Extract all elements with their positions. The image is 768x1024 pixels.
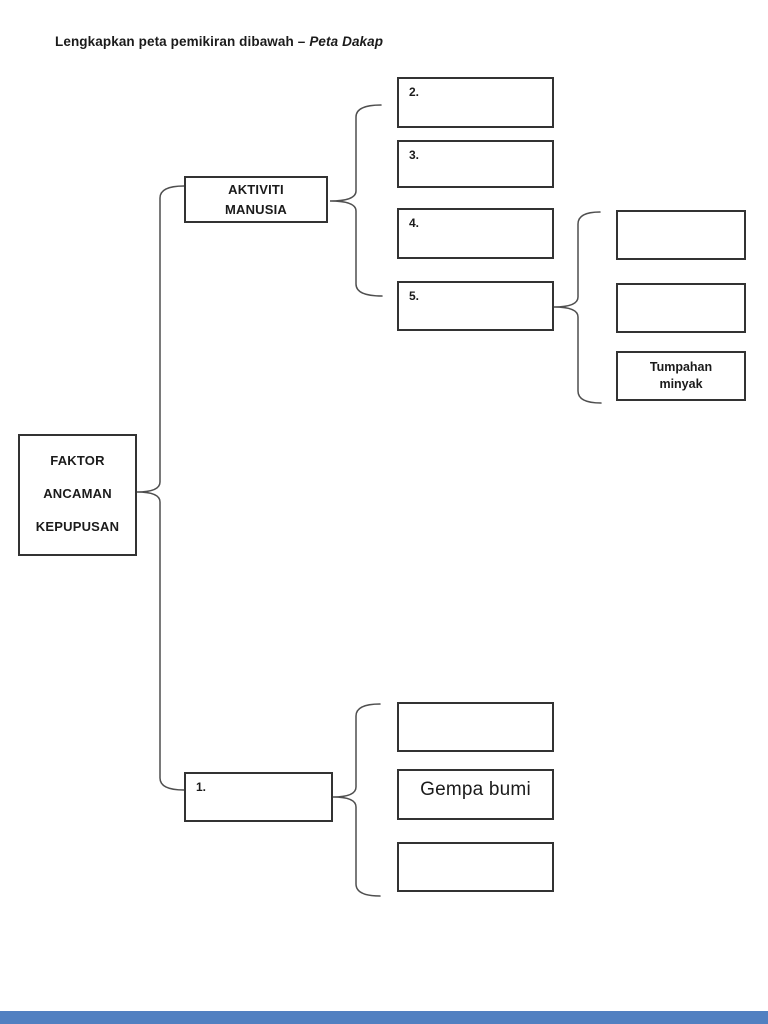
footer-bar xyxy=(0,1011,768,1024)
earthquake-label: Gempa bumi xyxy=(420,779,531,800)
oil-spill-line1: Tumpahan xyxy=(649,360,713,374)
page-title-main: Lengkapkan peta pemikiran dibawah – xyxy=(55,34,306,49)
page-title-map-type: Peta Dakap xyxy=(309,34,384,49)
natural-blank-child-box-3 xyxy=(397,842,554,892)
natural-blank-child-box-1 xyxy=(397,702,554,752)
root-box-line1: FAKTOR xyxy=(50,453,105,468)
item5-blank-child-box-1 xyxy=(616,210,746,260)
root-box-line3: KEPUPUSAN xyxy=(35,519,120,534)
oil-spill-box: Tumpahan minyak xyxy=(616,351,746,401)
human-activities-brace xyxy=(329,104,383,297)
item-5-label: 5. xyxy=(409,289,420,303)
natural-branch-label: 1. xyxy=(196,780,207,794)
root-box-faktor-ancaman-kepupusan: FAKTOR ANCAMAN KEPUPUSAN xyxy=(18,434,137,556)
page-title: Lengkapkan peta pemikiran dibawah –Peta … xyxy=(55,34,383,49)
item-2-label: 2. xyxy=(409,85,420,99)
blank-item-box-5: 5. xyxy=(397,281,554,331)
root-brace xyxy=(136,185,185,791)
item5-blank-child-box-2 xyxy=(616,283,746,333)
human-activities-line2: MANUSIA xyxy=(224,201,288,217)
natural-brace xyxy=(332,703,381,897)
item-3-label: 3. xyxy=(409,148,420,162)
blank-item-box-2: 2. xyxy=(397,77,554,128)
item-4-label: 4. xyxy=(409,216,420,230)
blank-item-box-3: 3. xyxy=(397,140,554,188)
oil-spill-line2: minyak xyxy=(659,377,703,391)
natural-branch-heading-box: 1. xyxy=(184,772,333,822)
blank-item-box-4: 4. xyxy=(397,208,554,259)
human-activities-line1: AKTIVITI xyxy=(228,181,284,197)
human-activities-heading-box: AKTIVITI MANUSIA xyxy=(184,176,328,223)
earthquake-box: Gempa bumi xyxy=(397,769,554,820)
root-box-line2: ANCAMAN xyxy=(43,486,112,501)
item5-brace xyxy=(553,211,602,404)
